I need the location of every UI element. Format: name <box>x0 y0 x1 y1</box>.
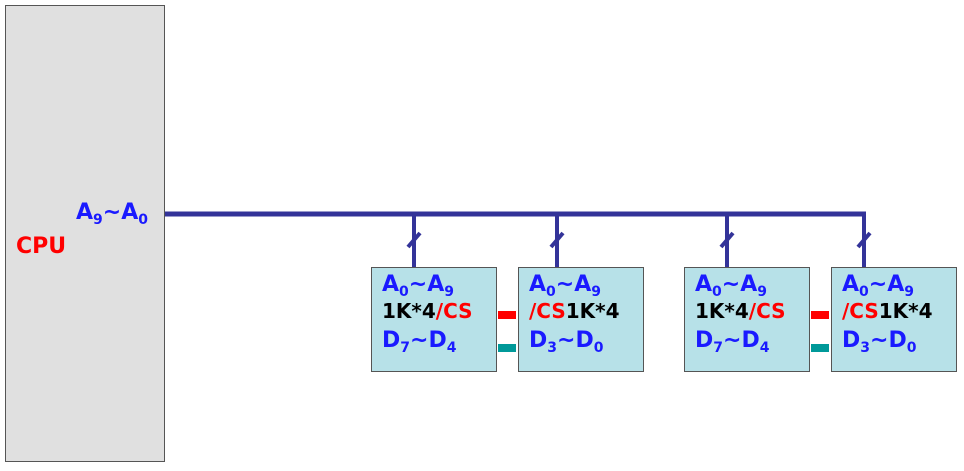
chip-address-range: A0~A9 <box>529 272 601 300</box>
chip-data-range: D7~D4 <box>695 328 770 356</box>
chip-select-label: /CS <box>435 299 473 323</box>
cpu-label: CPU <box>16 234 67 259</box>
chip-spec-line: /CS1K*4 <box>842 301 933 321</box>
chip-address-range: A0~A9 <box>695 272 767 300</box>
chip-spec-line: 1K*4/CS <box>695 301 786 321</box>
cs-link-left-pair <box>498 311 516 319</box>
memory-chip-1: A0~A9 1K*4/CS D7~D4 <box>371 267 497 372</box>
chip-data-range: D7~D4 <box>382 328 457 356</box>
memory-chip-4: A0~A9 /CS1K*4 D3~D0 <box>831 267 957 372</box>
chip-capacity: 1K*4 <box>382 299 436 323</box>
chip-select-label: /CS <box>748 299 786 323</box>
chip-capacity: 1K*4 <box>695 299 749 323</box>
chip-address-range: A0~A9 <box>842 272 914 300</box>
memory-chip-3: A0~A9 1K*4/CS D7~D4 <box>684 267 810 372</box>
chip-address-range: A0~A9 <box>382 272 454 300</box>
bus-slash-3 <box>719 231 735 249</box>
bus-slash-1 <box>406 231 422 249</box>
data-link-right-pair <box>811 344 829 352</box>
chip-spec-line: /CS1K*4 <box>529 301 620 321</box>
cs-link-right-pair <box>811 311 829 319</box>
bus-slash-2 <box>549 231 565 249</box>
chip-spec-line: 1K*4/CS <box>382 301 473 321</box>
address-bus-label: A9~A0 <box>76 200 148 228</box>
chip-select-label: /CS <box>842 299 879 323</box>
data-link-left-pair <box>498 344 516 352</box>
chip-capacity: 1K*4 <box>878 299 933 323</box>
cpu-block <box>5 5 165 462</box>
chip-select-label: /CS <box>529 299 566 323</box>
chip-data-range: D3~D0 <box>842 328 917 356</box>
chip-capacity: 1K*4 <box>565 299 620 323</box>
chip-data-range: D3~D0 <box>529 328 604 356</box>
memory-chip-2: A0~A9 /CS1K*4 D3~D0 <box>518 267 644 372</box>
bus-slash-4 <box>856 231 872 249</box>
